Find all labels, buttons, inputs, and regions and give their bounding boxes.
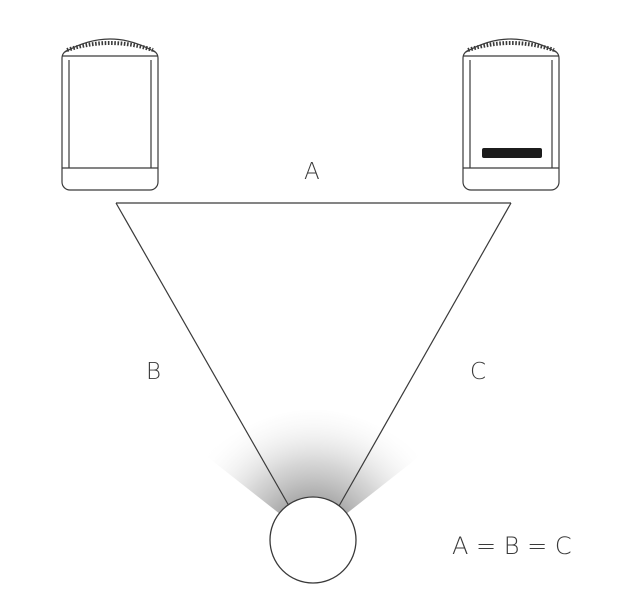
left-speaker-icon: [61, 38, 159, 191]
side-b-label: B: [146, 359, 162, 385]
side-a-label: A: [304, 159, 320, 185]
listening-cone: [205, 410, 421, 540]
speaker-display-bar: [482, 148, 542, 158]
side-c-line: [338, 202, 512, 507]
side-c-label: C: [470, 359, 487, 385]
listener-head-icon: [269, 496, 357, 584]
listening-triangle: [115, 202, 512, 507]
equal-sides-equation: A = B = C: [452, 532, 572, 560]
side-b-line: [115, 202, 290, 507]
right-speaker-icon: [462, 38, 560, 191]
